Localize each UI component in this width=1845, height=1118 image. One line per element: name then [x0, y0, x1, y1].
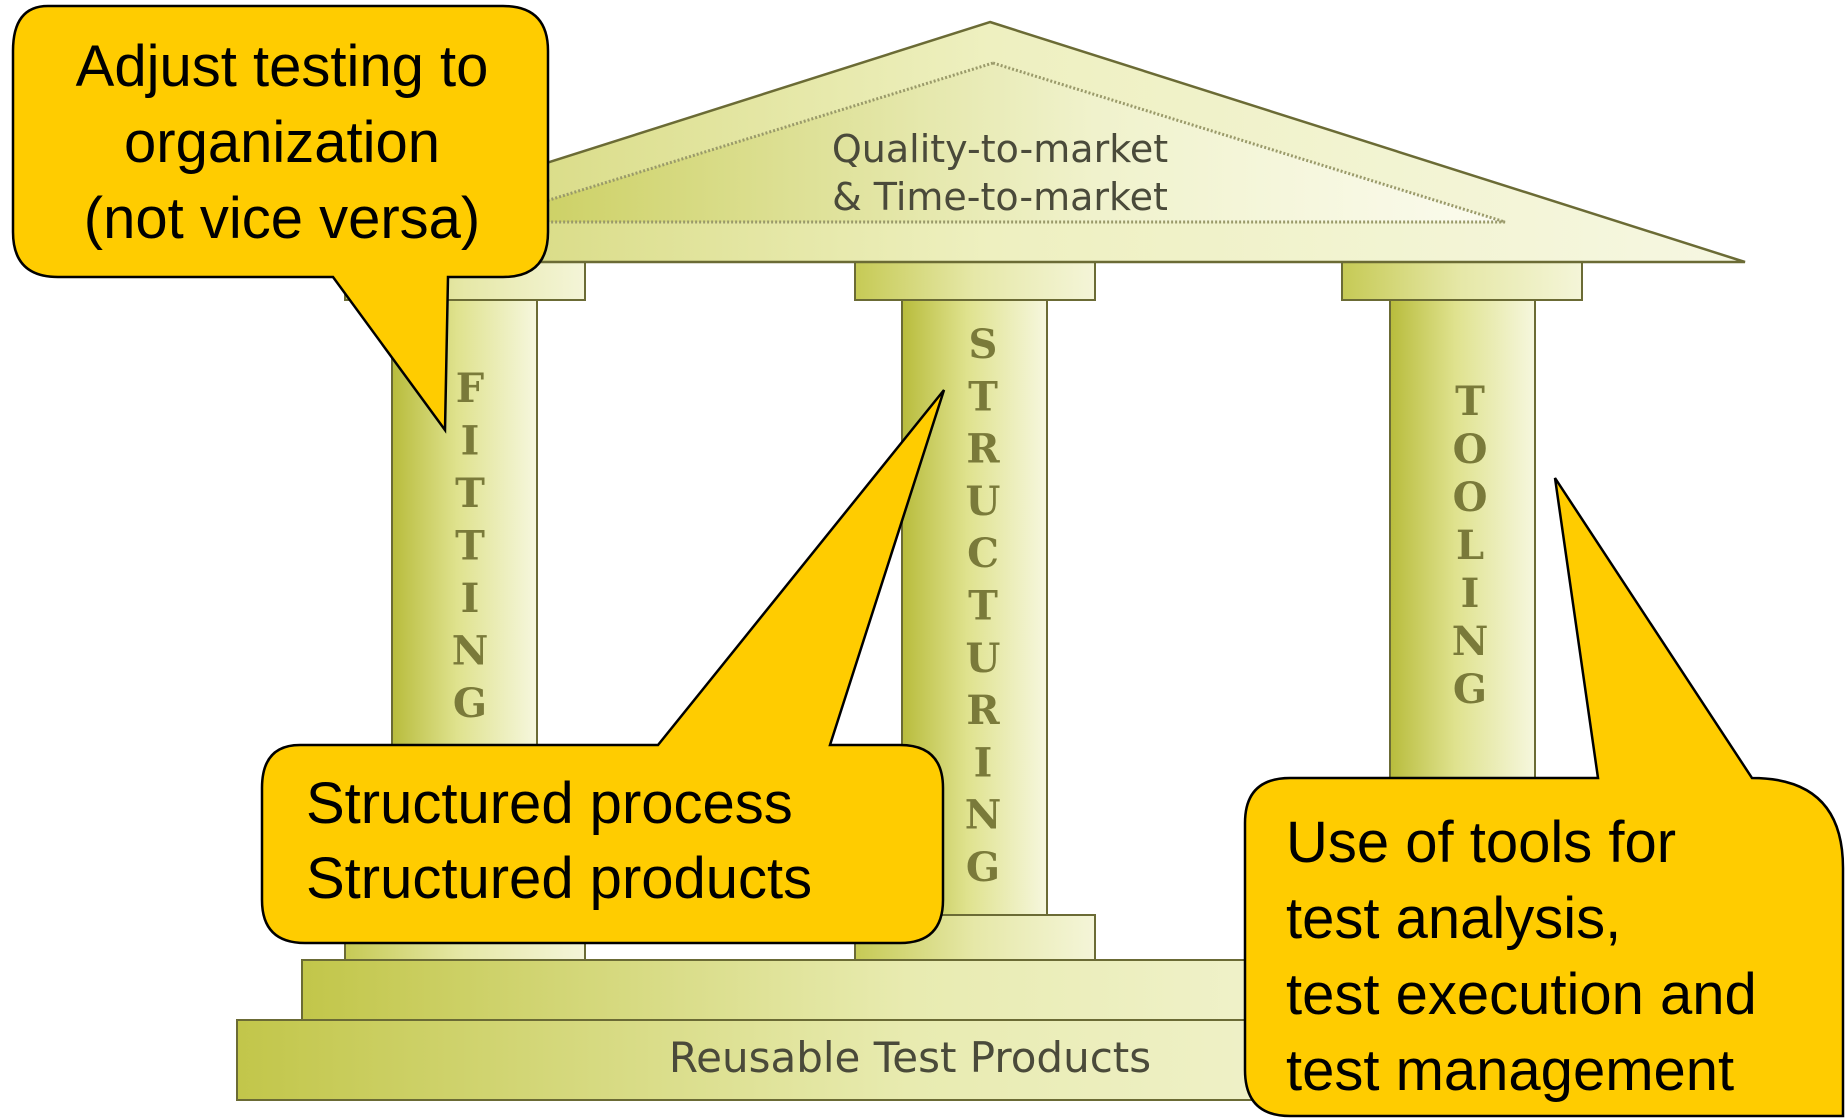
callout-organization-line3: (not vice versa) — [84, 186, 480, 251]
callout-organization-line2: organization — [124, 110, 440, 175]
pillar-letter-fitting-5: N — [452, 628, 489, 675]
pillar-letter-structuring-10: G — [966, 844, 1000, 891]
callout-organization-line1: Adjust testing to — [76, 34, 489, 99]
pillar-letter-fitting-2: T — [455, 470, 485, 517]
pillar-letter-tooling-2: O — [1453, 474, 1488, 521]
pillar-letter-structuring-1: T — [968, 373, 998, 420]
callout-structured-line1: Structured process — [306, 771, 793, 836]
callout-structured-line2: Structured products — [306, 846, 812, 911]
pillar-letter-tooling-1: O — [1453, 426, 1488, 473]
pillar-letter-tooling-6: G — [1453, 666, 1487, 713]
base-label: Reusable Test Products — [669, 1033, 1151, 1082]
callout-tools-line4: test management — [1286, 1038, 1734, 1103]
callout-organization: Adjust testing to organization (not vice… — [11, 4, 550, 434]
pillar-letter-structuring-6: U — [966, 635, 1001, 682]
pillar-letter-structuring-5: T — [968, 583, 998, 630]
pillar-letter-tooling-4: I — [1461, 570, 1480, 617]
roof-pediment — [477, 61, 1506, 224]
pillar-letter-structuring-8: I — [974, 739, 993, 786]
pillar-letter-structuring-9: N — [965, 792, 1002, 839]
callout-tools-line3: test execution and — [1286, 962, 1757, 1027]
pillar-letter-structuring-7: R — [966, 687, 1000, 734]
pillar-letter-fitting-4: I — [461, 575, 480, 622]
pillar-letter-structuring-0: S — [969, 321, 998, 368]
roof: Quality-to-market & Time-to-market — [234, 20, 1746, 264]
pillar-letter-structuring-3: U — [966, 478, 1001, 525]
pillar-letter-structuring-2: R — [966, 426, 1000, 473]
callout-tools-line1: Use of tools for — [1286, 810, 1676, 875]
roof-text-line2: & Time-to-market — [832, 175, 1168, 219]
pillar-letter-tooling-3: L — [1456, 522, 1484, 569]
pillar-letter-tooling-0: T — [1455, 378, 1485, 425]
callout-tools: Use of tools for test analysis, test exe… — [1243, 477, 1845, 1118]
roof-text-line1: Quality-to-market — [832, 127, 1168, 171]
pillar-letter-tooling-5: N — [1452, 618, 1489, 665]
pillar-letter-fitting-3: T — [455, 523, 485, 570]
pillar-letter-fitting-1: I — [461, 418, 480, 465]
callout-structured: Structured process Structured products — [260, 389, 946, 945]
pillar-letter-fitting-0: F — [456, 365, 484, 412]
pillar-letter-fitting-6: G — [453, 680, 487, 727]
pillar-letter-structuring-4: C — [967, 530, 999, 577]
callout-tools-line2: test analysis, — [1286, 886, 1621, 951]
